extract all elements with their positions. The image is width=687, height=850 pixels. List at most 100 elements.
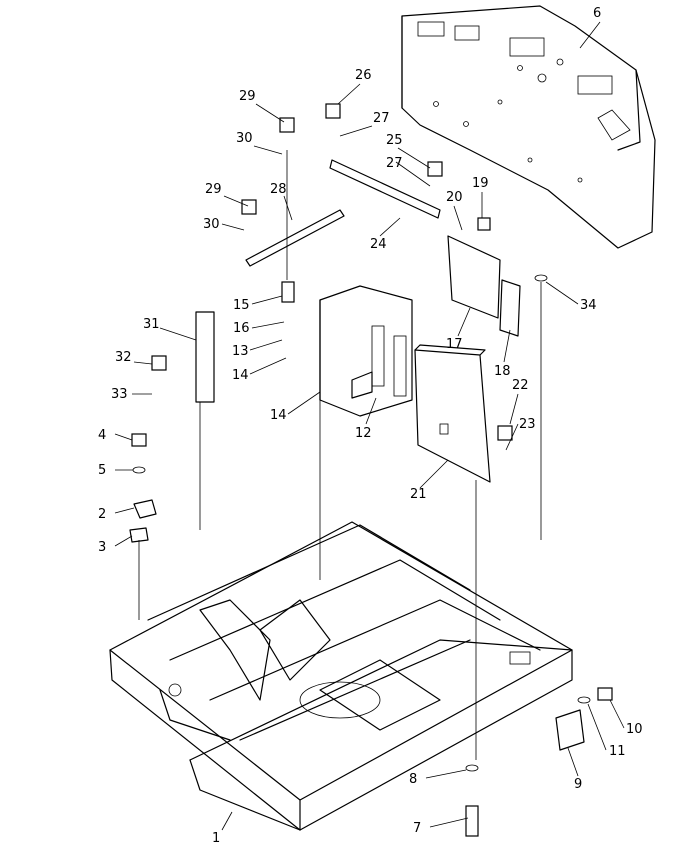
leader-line <box>579 21 601 49</box>
bolt-part-29-top <box>279 117 295 133</box>
callout-2: 2 <box>98 507 106 522</box>
alignment-lines <box>138 150 542 760</box>
callout-30b: 30 <box>203 217 220 232</box>
callout-16: 16 <box>233 321 250 336</box>
callout-4: 4 <box>98 428 106 443</box>
callout-26: 26 <box>355 68 372 83</box>
bracket-part-31 <box>195 311 215 403</box>
leader-line <box>221 223 245 231</box>
leader-line <box>509 393 519 425</box>
callout-29b: 29 <box>205 182 222 197</box>
leader-line <box>503 329 511 363</box>
leader-line <box>395 161 431 187</box>
callout-32: 32 <box>115 350 132 365</box>
leader-line <box>251 295 283 305</box>
leader-line <box>505 423 519 451</box>
callout-27b: 27 <box>386 156 403 171</box>
rear-panel-part-6 <box>401 5 656 249</box>
leader-line <box>253 145 283 155</box>
callout-29a: 29 <box>239 89 256 104</box>
callout-12: 12 <box>355 426 372 441</box>
callout-5: 5 <box>98 463 106 478</box>
leader-lines <box>114 21 625 831</box>
leader-line <box>114 535 133 547</box>
leader-line <box>365 397 377 425</box>
bolt-part-19 <box>477 217 491 231</box>
leader-line <box>379 217 401 237</box>
bolt-part-26 <box>325 103 341 119</box>
callout-13: 13 <box>232 344 249 359</box>
bolt-part-22 <box>497 425 513 441</box>
leader-line <box>453 205 463 231</box>
leader-line <box>419 459 449 489</box>
bolt-part-7 <box>465 805 479 837</box>
callout-10: 10 <box>626 722 643 737</box>
cap-part-3 <box>129 527 149 543</box>
floor-frame-part-1 <box>109 521 573 831</box>
callout-14a: 14 <box>232 368 249 383</box>
leader-line <box>159 327 197 341</box>
bar-part-24 <box>329 159 441 219</box>
callout-27a: 27 <box>373 111 390 126</box>
leader-line <box>567 747 579 777</box>
leader-line <box>249 339 283 351</box>
washer-part-5 <box>132 466 146 474</box>
leader-line <box>429 817 469 828</box>
callout-11: 11 <box>609 744 626 759</box>
bar-part-28 <box>245 209 345 267</box>
callout-28: 28 <box>270 182 287 197</box>
callout-31: 31 <box>143 317 160 332</box>
callout-15: 15 <box>233 298 250 313</box>
washer-part-11 <box>577 696 591 704</box>
callout-34: 34 <box>580 298 597 313</box>
side-plate-part-21 <box>414 344 491 483</box>
leader-line <box>283 195 293 221</box>
callout-8: 8 <box>409 772 417 787</box>
plate-part-18 <box>499 279 521 337</box>
leader-line <box>609 699 625 729</box>
callout-20: 20 <box>446 190 463 205</box>
callout-17: 17 <box>446 337 463 352</box>
leader-line <box>337 83 361 105</box>
callout-21: 21 <box>410 487 427 502</box>
plate-part-17 <box>447 235 501 319</box>
callout-6: 6 <box>593 6 601 21</box>
callout-22: 22 <box>512 378 529 393</box>
leader-line <box>223 195 249 207</box>
bolt-part-25 <box>427 161 443 177</box>
callout-30a: 30 <box>236 131 253 146</box>
leader-line <box>397 147 431 169</box>
plate-part-9 <box>555 709 585 751</box>
leader-line <box>249 357 287 375</box>
leader-line <box>255 103 285 123</box>
leader-line <box>251 321 285 329</box>
leader-line <box>114 507 135 514</box>
leader-line <box>545 281 579 305</box>
leader-line <box>339 125 373 137</box>
callout-7: 7 <box>413 821 421 836</box>
leader-line <box>114 433 133 441</box>
bolt-part-10 <box>597 687 613 701</box>
callout-9: 9 <box>574 777 582 792</box>
cover-part-2 <box>133 499 157 519</box>
callout-25: 25 <box>386 133 403 148</box>
callout-33: 33 <box>111 387 128 402</box>
leader-line <box>133 361 153 365</box>
callout-24: 24 <box>370 237 387 252</box>
bracket-part-12 <box>319 285 413 417</box>
callout-23: 23 <box>519 417 536 432</box>
washer-part-34 <box>534 274 548 282</box>
leader-line <box>457 307 471 337</box>
callout-1: 1 <box>212 831 220 845</box>
bolt-part-15 <box>281 281 295 303</box>
leader-line <box>425 769 467 779</box>
bolt-part-29-mid <box>241 199 257 215</box>
bolt-part-32 <box>151 355 167 371</box>
bolt-part-4 <box>131 433 147 447</box>
washer-part-8 <box>465 764 479 772</box>
leader-line <box>221 811 233 831</box>
callout-18: 18 <box>494 364 511 379</box>
leader-line <box>287 391 321 415</box>
